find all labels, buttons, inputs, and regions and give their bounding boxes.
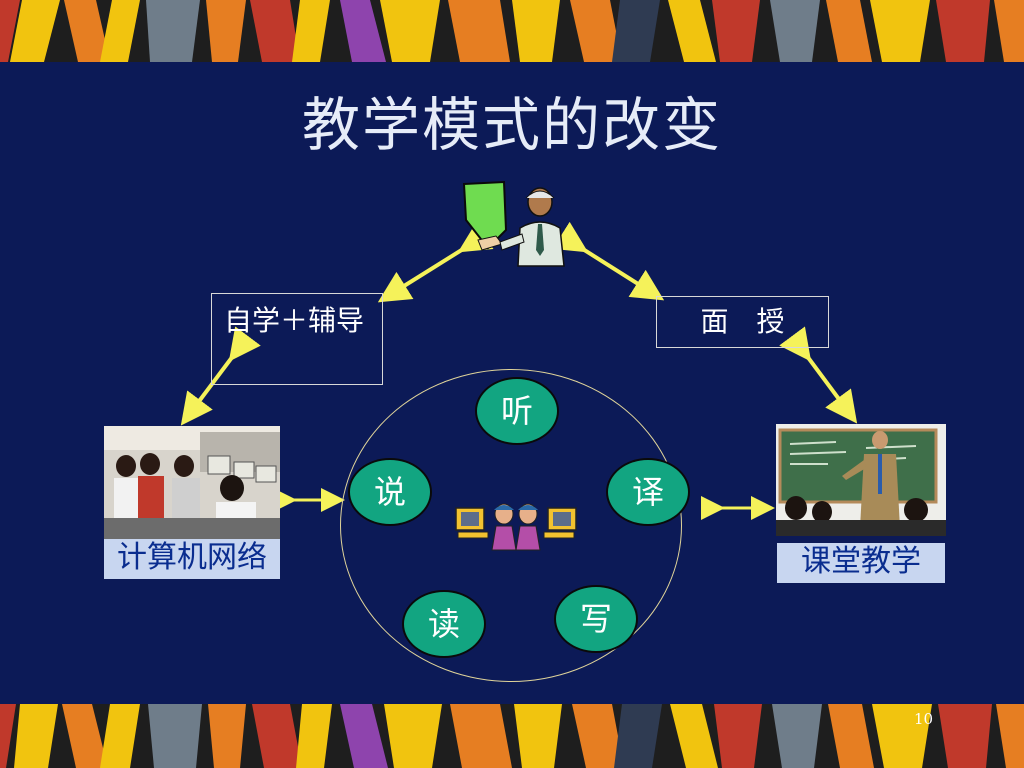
computer-lab-photo <box>104 426 280 540</box>
skill-read: 读 <box>402 590 486 658</box>
classroom-teaching-caption: 课堂教学 <box>777 543 945 583</box>
page-number: 10 <box>914 710 934 728</box>
slide-title: 教学模式的改变 <box>301 91 722 159</box>
top-decorative-band <box>0 0 1024 62</box>
skill-speak: 说 <box>348 458 432 526</box>
students-at-computers-icon <box>454 500 578 552</box>
classroom-teaching-photo <box>776 424 946 536</box>
skill-write: 写 <box>554 585 638 653</box>
teacher-with-board-icon <box>460 180 570 270</box>
language-skills-circle <box>340 369 682 682</box>
bottom-decorative-band <box>0 704 1024 768</box>
skill-translate: 译 <box>606 458 690 526</box>
self-study-tutoring-box: 自学＋辅导 <box>211 293 383 385</box>
computer-network-caption: 计算机网络 <box>104 539 280 579</box>
face-to-face-teaching-box: 面 授 <box>656 296 829 348</box>
skill-listen: 听 <box>475 377 559 445</box>
